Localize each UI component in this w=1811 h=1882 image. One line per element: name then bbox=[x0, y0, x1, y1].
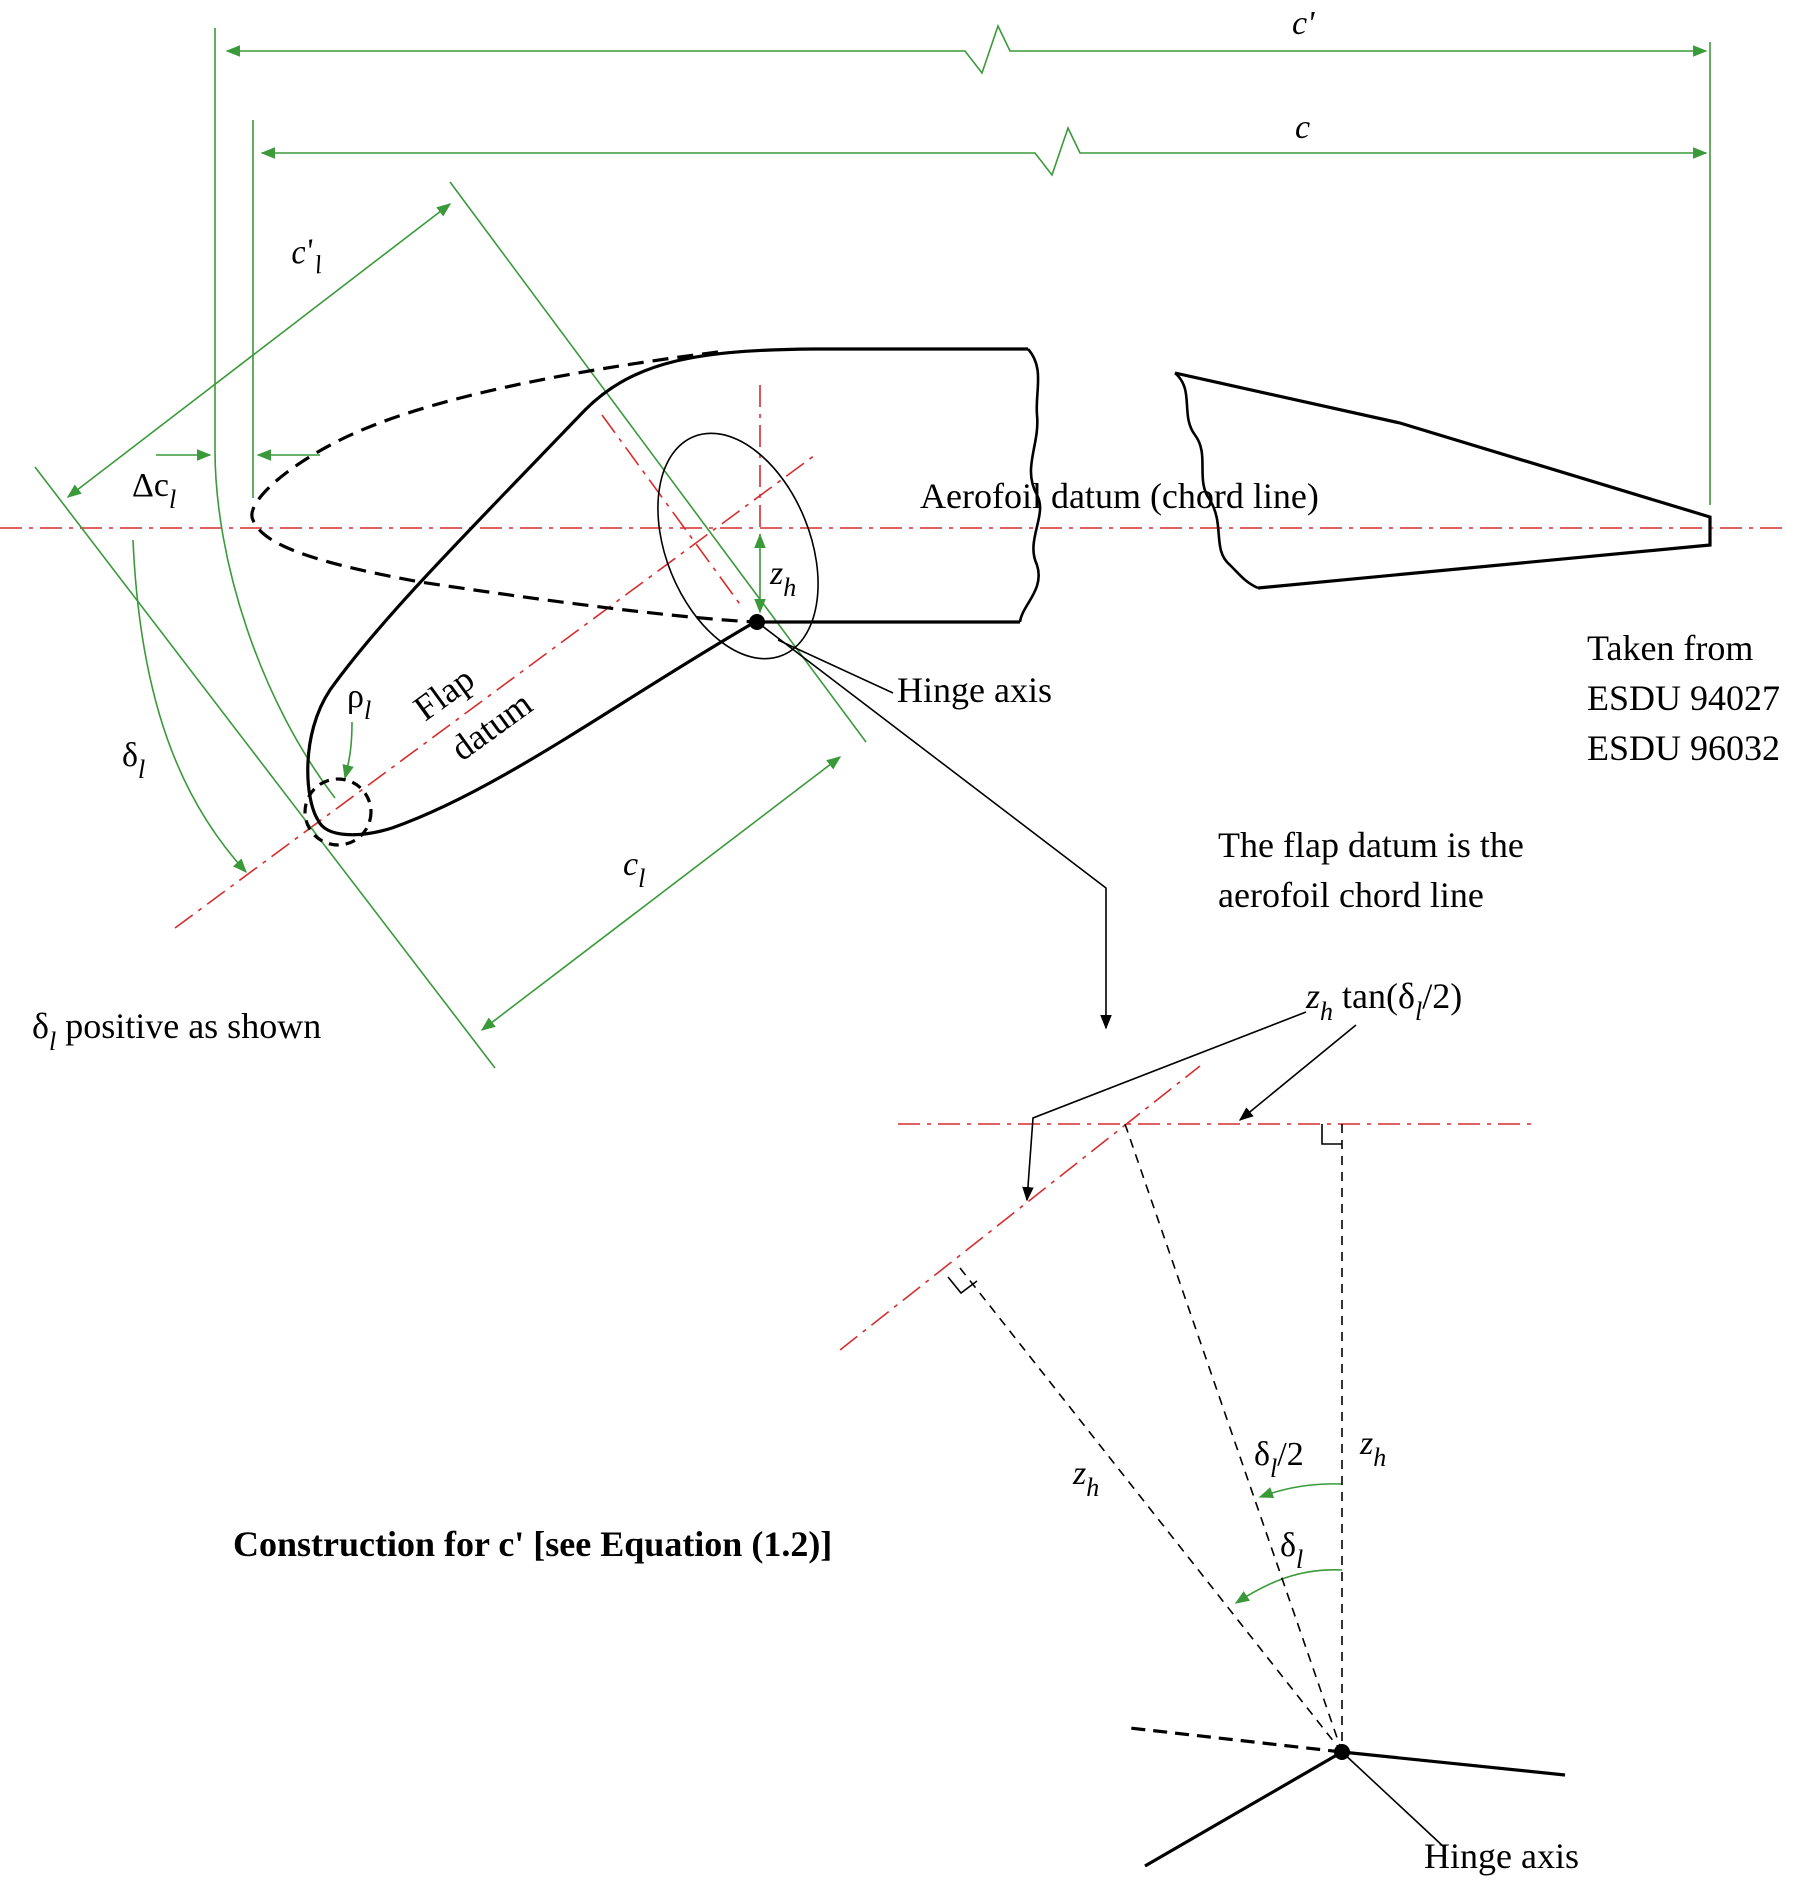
trailing-break-line bbox=[1174, 372, 1259, 590]
c-prime-dimension bbox=[225, 23, 1708, 75]
label-hinge-axis-top: Hinge axis bbox=[897, 670, 1052, 710]
flap-line-bottom-left bbox=[1144, 1750, 1343, 1868]
label-taken-from-2: ESDU 94027 bbox=[1587, 678, 1780, 718]
hinge-axis-leader-top bbox=[777, 639, 894, 694]
flap-line-bottom-right bbox=[1341, 1750, 1566, 1777]
hinge-region-ellipse bbox=[657, 432, 819, 660]
leading-edge-radius-circle bbox=[303, 777, 373, 847]
label-zh-tan: zh tan(δl/2) bbox=[1305, 976, 1462, 1026]
label-delta-c-l: Δcl bbox=[132, 467, 176, 514]
dimension-lines bbox=[34, 23, 1711, 1604]
flap-body bbox=[306, 347, 1028, 837]
label-c: c bbox=[1295, 109, 1310, 146]
detail-pointer-line bbox=[756, 621, 1112, 1030]
label-hinge-axis-bottom: Hinge axis bbox=[1424, 1836, 1579, 1876]
label-taken-from-3: ESDU 96032 bbox=[1587, 728, 1780, 768]
main-aerofoil-dashed-nose bbox=[250, 350, 756, 624]
label-c-prime: c' bbox=[1292, 5, 1315, 42]
flap-datum-line bbox=[174, 454, 816, 929]
zh-tan-leader-1 bbox=[1022, 1011, 1307, 1202]
trailing-edge-section bbox=[1174, 371, 1712, 590]
main-break-line bbox=[1018, 348, 1042, 623]
label-zh-right: zh bbox=[1359, 1425, 1386, 1472]
label-rho-l: ρl bbox=[347, 678, 371, 725]
half-angle-arc bbox=[1258, 1483, 1343, 1499]
zh-bisector-dashed bbox=[1124, 1123, 1343, 1753]
label-construction-title: Construction for c' [see Equation (1.2)] bbox=[233, 1524, 832, 1564]
label-z-h: zh bbox=[769, 555, 796, 602]
aerofoil bbox=[250, 347, 1712, 847]
c-l-dimension bbox=[480, 756, 842, 1031]
angle-arc bbox=[1234, 1569, 1343, 1604]
construction-flap-line bbox=[839, 1065, 1201, 1351]
label-half-angle: δl/2 bbox=[1254, 1436, 1304, 1483]
c-prime-extension-curve bbox=[214, 449, 336, 799]
label-c-l-prime: c'l bbox=[289, 232, 323, 282]
label-c-l: cl bbox=[623, 846, 645, 893]
datum-lines bbox=[0, 385, 1785, 1351]
zh-normal-dashed bbox=[959, 1267, 1343, 1753]
c-l-prime-dimension bbox=[66, 203, 452, 498]
rho-l-arrow bbox=[342, 721, 354, 780]
hinge-axis-leader-bottom bbox=[1341, 1751, 1446, 1849]
label-flap-datum-note-1: The flap datum is the bbox=[1218, 825, 1524, 865]
label-angle: δl bbox=[1280, 1527, 1303, 1574]
label-taken-from-1: Taken from bbox=[1587, 628, 1753, 668]
flap-leading-edge-line bbox=[34, 466, 496, 1069]
label-delta-positive: δl positive as shown bbox=[32, 1006, 321, 1056]
zh-tan-leader-2 bbox=[1238, 1024, 1357, 1121]
right-angle-mark-left bbox=[947, 1276, 978, 1295]
hinge-normal-line bbox=[601, 414, 743, 608]
aerofoil-line-bottom-dashed bbox=[1129, 1726, 1343, 1754]
label-aerofoil-datum: Aerofoil datum (chord line) bbox=[920, 476, 1319, 516]
label-flap-datum-note-2: aerofoil chord line bbox=[1218, 875, 1484, 915]
label-zh-left: zh bbox=[1072, 1455, 1099, 1502]
delta-l-arc bbox=[132, 539, 247, 874]
construction-detail bbox=[947, 1011, 1566, 1868]
c-dimension bbox=[260, 125, 1708, 177]
label-delta-l-left: δl bbox=[122, 737, 145, 784]
right-angle-mark-top bbox=[1321, 1124, 1342, 1145]
